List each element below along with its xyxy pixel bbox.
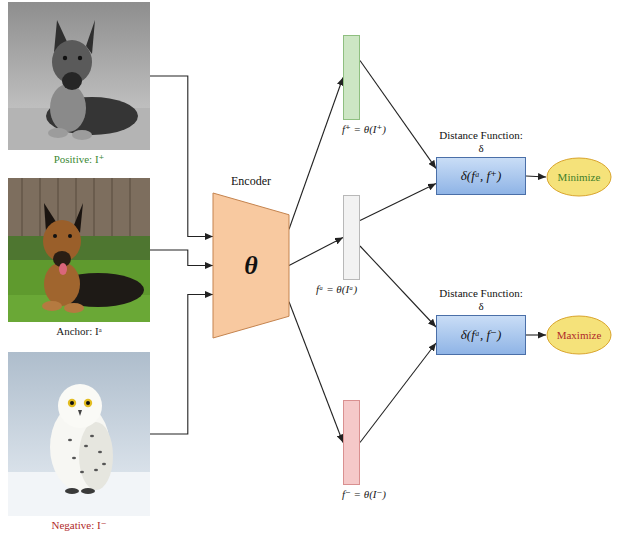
connector-arrow (289, 302, 343, 443)
image-input: Anchor: Iᵃ (8, 178, 150, 322)
negative-photo (8, 352, 150, 516)
feature-vector: f⁺ = θ(I⁺) (343, 35, 360, 120)
distance-heading: Distance Function: δ (437, 287, 525, 313)
distance-formula: δ(fᵃ, f⁻) (461, 327, 501, 343)
connector-arrow (360, 246, 436, 327)
positive-photo (8, 2, 150, 150)
connector-arrow (150, 250, 213, 266)
feature-vector: f⁻ = θ(I⁻) (343, 400, 360, 485)
connector-arrow (360, 61, 436, 169)
objective-label: Minimize (558, 171, 601, 183)
ellipse-shape (547, 158, 611, 196)
connector-arrow (289, 238, 343, 266)
trapezoid-shape (213, 193, 289, 338)
encoder-symbol: θ (244, 251, 258, 281)
distance-box: Distance Function: δδ(fᵃ, f⁻) (436, 315, 526, 355)
anchor-photo (8, 178, 150, 322)
image-caption: Positive: I⁺ (54, 153, 105, 166)
image-caption: Anchor: Iᵃ (56, 325, 101, 338)
feature-vector: fᵃ = θ(Iᵃ) (343, 195, 360, 280)
vector-label: fᵃ = θ(Iᵃ) (314, 283, 359, 296)
encoder-title: Encoder (231, 174, 271, 189)
connector-arrow (150, 76, 213, 237)
objective-ellipse: Maximize (546, 315, 612, 355)
connector-arrow (360, 184, 436, 221)
connector-arrow (289, 78, 343, 230)
vector-label: f⁺ = θ(I⁺) (340, 123, 388, 136)
distance-box: Distance Function: δδ(fᵃ, f⁺) (436, 157, 526, 195)
ellipse-shape (547, 316, 611, 354)
objective-label: Maximize (557, 329, 602, 341)
distance-formula: δ(fᵃ, f⁺) (461, 168, 501, 184)
image-input: Positive: I⁺ (8, 2, 150, 150)
image-input: Negative: I⁻ (8, 352, 150, 516)
objective-ellipse: Minimize (546, 157, 612, 197)
distance-heading: Distance Function: δ (437, 129, 525, 155)
vector-label: f⁻ = θ(I⁻) (340, 488, 388, 501)
encoder-trapezoid: Encoderθ (213, 193, 289, 338)
image-caption: Negative: I⁻ (52, 519, 107, 532)
connector-arrow (360, 343, 436, 443)
connector-arrow (526, 334, 546, 335)
connector-arrow (150, 295, 213, 435)
connector-arrow (526, 176, 546, 177)
